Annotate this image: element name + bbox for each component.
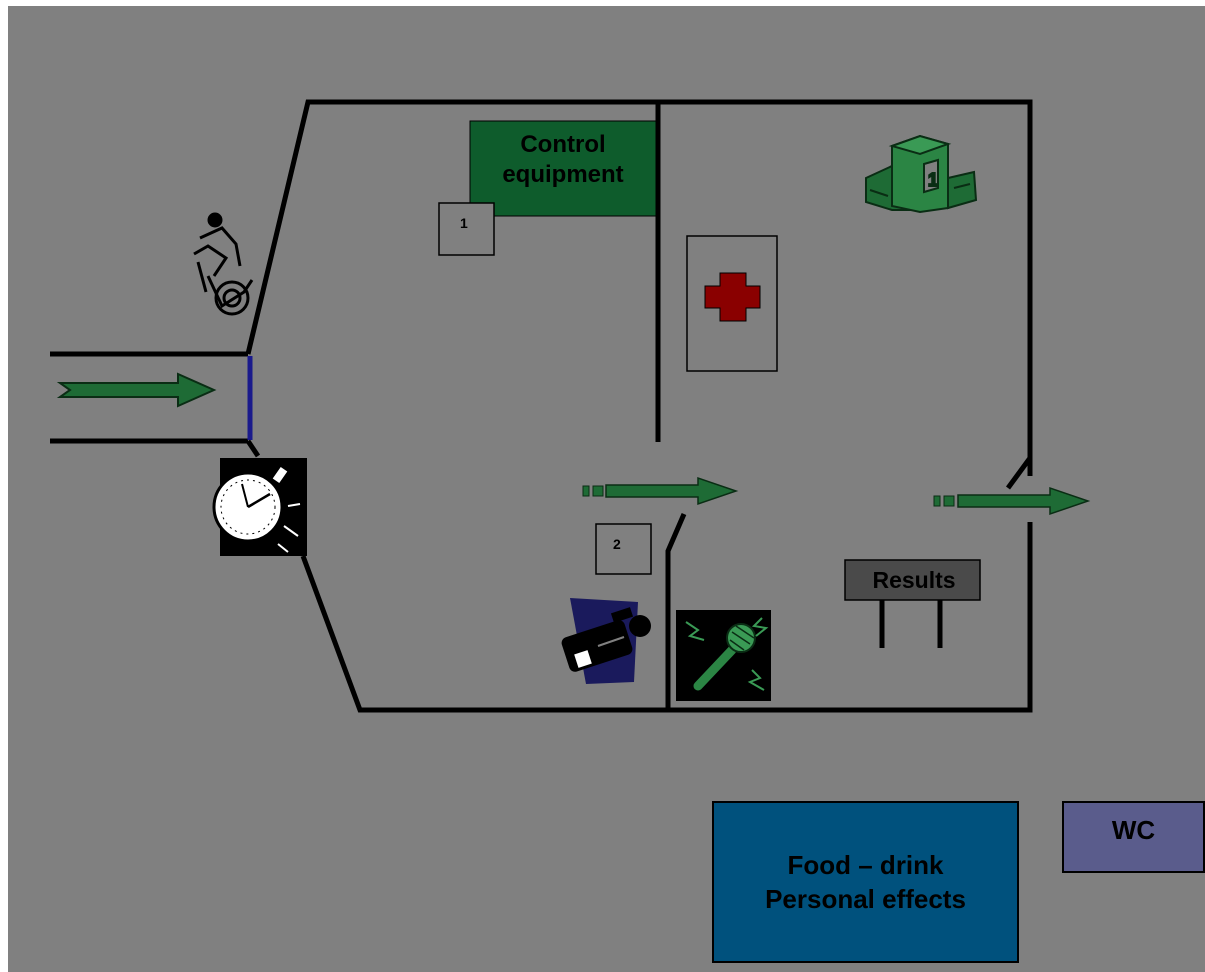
video-camera-icon (561, 598, 651, 684)
wc-area: WC (1062, 801, 1205, 873)
floor-plan: Control equipment 1 2 1 (50, 99, 1091, 713)
wc-label: WC (1111, 815, 1156, 845)
microphone-icon (676, 610, 771, 701)
control-equipment-label-line1: Control (520, 131, 605, 158)
wall-outline-top (245, 99, 1033, 476)
food-drink-label: Food – drink (787, 850, 944, 880)
control-equipment-area: Control equipment (469, 120, 657, 217)
marker-2-label: 2 (613, 536, 621, 552)
first-aid-cross-icon (686, 235, 778, 372)
food-drink-area: Food – drink Personal effects (712, 801, 1019, 963)
arrow-right-icon (56, 372, 217, 408)
entry-corridor (50, 351, 253, 444)
arrow-right-icon (933, 486, 1091, 516)
personal-effects-label: Personal effects (765, 884, 966, 914)
wall-stub-left (245, 439, 261, 458)
stopwatch-icon (212, 458, 307, 556)
cyclist-icon (193, 212, 254, 316)
marker-1: 1 (438, 202, 495, 256)
exit-door-leaf (1005, 456, 1033, 490)
wall-outline-bottom (300, 522, 1033, 713)
results-sign: Results (844, 559, 981, 648)
marker-2: 2 (595, 523, 652, 575)
building-walls (245, 99, 1033, 713)
podium-icon: 1 (865, 134, 978, 214)
control-equipment-label-line2: equipment (502, 161, 623, 188)
floor-plan-canvas: Control equipment 1 2 1 (8, 6, 1205, 972)
wall-divider-lower (665, 513, 687, 710)
svg-text:1: 1 (928, 170, 938, 190)
results-label: Results (872, 567, 955, 593)
arrow-right-icon (582, 476, 739, 506)
marker-1-label: 1 (460, 215, 468, 231)
